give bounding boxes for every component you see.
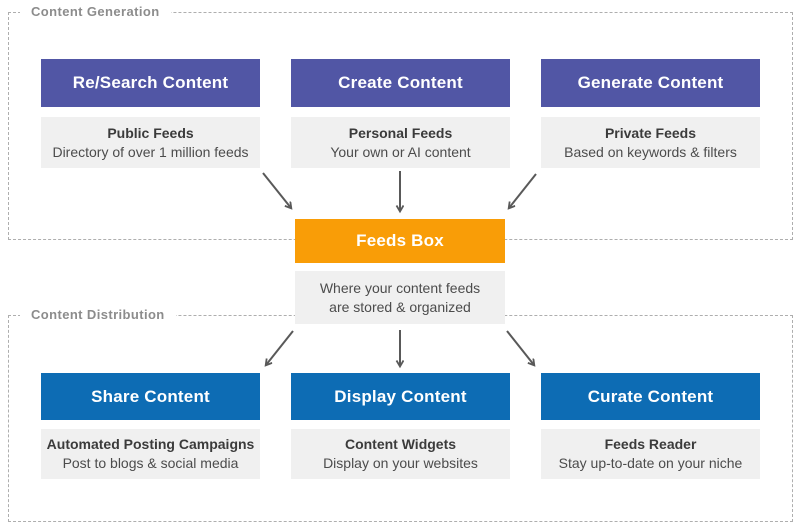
info-title: Automated Posting Campaigns — [46, 436, 255, 452]
info-title: Personal Feeds — [348, 124, 453, 141]
info-line: Where your content feeds — [319, 279, 481, 296]
info-subtitle: Directory of over 1 million feeds — [52, 143, 249, 160]
info-title: Public Feeds — [107, 124, 194, 141]
info-title: Content Widgets — [344, 436, 457, 452]
info-title: Feeds Reader — [604, 436, 697, 452]
header-curate-content: Curate Content — [541, 373, 760, 420]
info-title: Private Feeds — [604, 124, 697, 141]
header-generate-content: Generate Content — [541, 59, 760, 107]
info-posting-campaigns: Automated Posting Campaigns Post to blog… — [41, 429, 260, 479]
content-generation-label: Content Generation — [20, 3, 171, 21]
info-public-feeds: Public Feeds Directory of over 1 million… — [41, 117, 260, 168]
info-subtitle: Based on keywords & filters — [564, 143, 737, 160]
info-private-feeds: Private Feeds Based on keywords & filter… — [541, 117, 760, 168]
info-subtitle: Your own or AI content — [330, 143, 471, 160]
header-research-content: Re/Search Content — [41, 59, 260, 107]
content-distribution-label: Content Distribution — [20, 306, 176, 324]
info-subtitle: Post to blogs & social media — [62, 455, 239, 471]
header-create-content: Create Content — [291, 59, 510, 107]
header-feeds-box: Feeds Box — [295, 219, 505, 263]
info-line: are stored & organized — [329, 298, 471, 315]
info-subtitle: Stay up-to-date on your niche — [558, 455, 743, 471]
info-personal-feeds: Personal Feeds Your own or AI content — [291, 117, 510, 168]
info-content-widgets: Content Widgets Display on your websites — [291, 429, 510, 479]
info-feeds-reader: Feeds Reader Stay up-to-date on your nic… — [541, 429, 760, 479]
info-feeds-box: Where your content feeds are stored & or… — [295, 271, 505, 324]
header-share-content: Share Content — [41, 373, 260, 420]
info-subtitle: Display on your websites — [323, 455, 478, 471]
header-display-content: Display Content — [291, 373, 510, 420]
